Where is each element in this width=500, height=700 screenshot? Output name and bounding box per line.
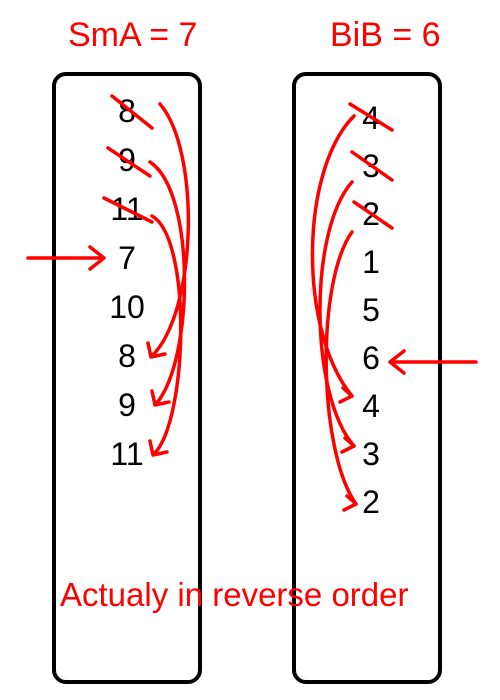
left-column-box bbox=[52, 72, 202, 684]
reverse-order-note: Actualy in reverse order bbox=[60, 576, 409, 613]
right-column-title: BiB = 6 bbox=[330, 16, 441, 54]
left-value-3: 11 bbox=[110, 191, 144, 227]
left-value-7: 9 bbox=[118, 387, 136, 423]
left-value-6: 8 bbox=[118, 338, 136, 374]
right-value-3: 2 bbox=[362, 196, 380, 232]
left-value-1: 8 bbox=[118, 93, 136, 129]
left-value-2: 9 bbox=[118, 142, 136, 178]
right-value-8: 3 bbox=[362, 436, 380, 472]
right-value-2: 3 bbox=[362, 148, 380, 184]
left-column-title: SmA = 7 bbox=[68, 16, 198, 54]
right-value-9: 2 bbox=[362, 484, 380, 520]
right-value-5: 5 bbox=[362, 292, 380, 328]
left-value-8: 11 bbox=[110, 436, 144, 472]
left-value-5: 10 bbox=[109, 289, 145, 325]
right-value-4: 1 bbox=[362, 244, 380, 280]
right-value-1: 4 bbox=[362, 100, 380, 136]
right-column-box bbox=[292, 72, 442, 684]
right-value-7: 4 bbox=[362, 388, 380, 424]
right-value-6: 6 bbox=[362, 340, 380, 376]
left-value-4: 7 bbox=[118, 240, 136, 276]
